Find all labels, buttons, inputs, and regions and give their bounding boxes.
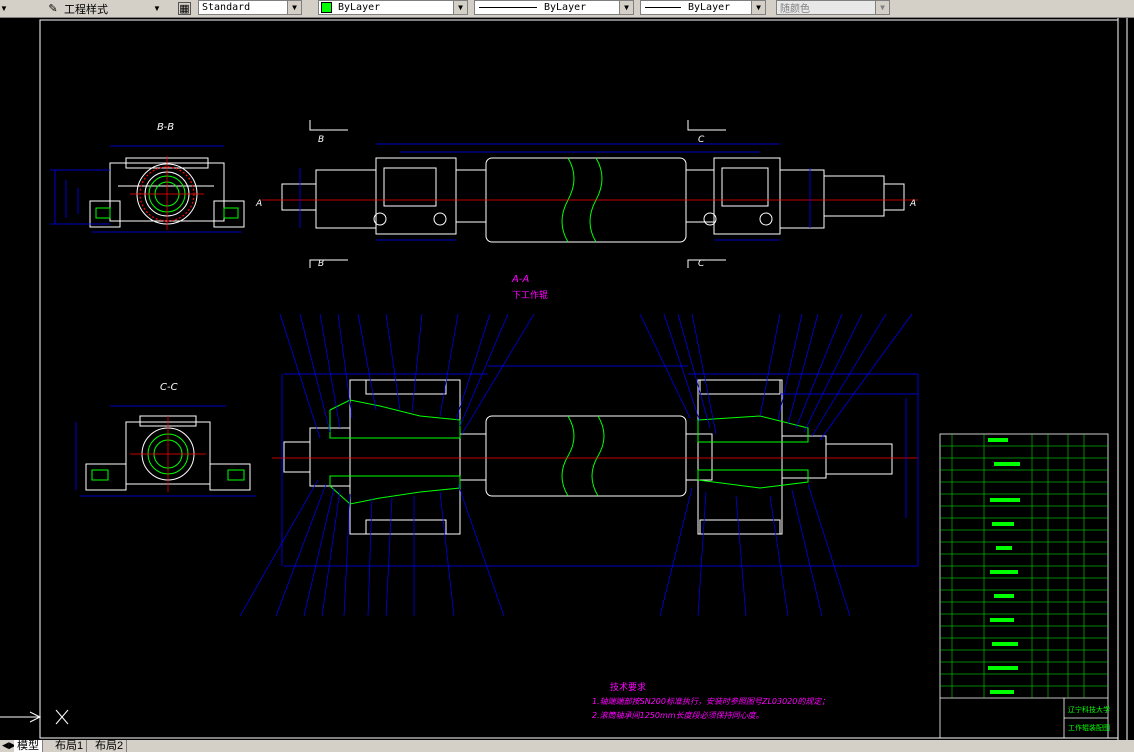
chevron-down-icon[interactable]: ▼ (619, 1, 633, 14)
chevron-down-icon[interactable]: ▼ (875, 1, 889, 14)
parts-list-grid (940, 434, 1108, 698)
text-style-label: 工程样式 (64, 3, 108, 16)
linetype-value: ByLayer (544, 2, 587, 13)
view-bb: B-B (50, 122, 245, 233)
tab-layout1[interactable]: 布局1 (52, 740, 88, 752)
plotstyle-value: 随颜色 (780, 4, 810, 15)
section-aa-view: A-A 下工作辊 (239, 274, 919, 617)
chevron-down-icon[interactable]: ▼ (287, 1, 301, 14)
tab-scroll-arrows[interactable]: ◀▶ (2, 740, 16, 750)
text-style-control[interactable]: ✎ 工程样式 (46, 1, 108, 16)
leader-lines (239, 313, 913, 617)
dim-style-value: Standard (202, 2, 251, 13)
chevron-down-icon[interactable]: ▼ (751, 1, 765, 14)
tab-layout2[interactable]: 布局2 (92, 740, 128, 752)
view-cc: C-C (75, 382, 256, 497)
lineweight-combo[interactable]: ByLayer ▼ (640, 0, 766, 15)
lineweight-value: ByLayer (688, 2, 731, 13)
drawing-frame (39, 18, 1128, 740)
text-style-arrow[interactable]: ▼ (153, 4, 161, 13)
section-mark-a-left: A (255, 199, 262, 209)
section-mark-b-bottom: B (318, 259, 324, 269)
title-block-name: 工作辊装配图 (1068, 723, 1110, 732)
layer-combo[interactable]: ByLayer ▼ (318, 0, 468, 15)
dim-style-combo[interactable]: Standard ▼ (198, 0, 302, 15)
lineweight-sample (645, 7, 681, 8)
section-aa-sub: 下工作辊 (512, 289, 548, 301)
chevron-down-icon[interactable]: ▼ (453, 1, 467, 14)
plotstyle-combo[interactable]: 随颜色 ▼ (776, 0, 890, 15)
view-bb-label: B-B (157, 122, 174, 133)
toolbar-dropdown-arrow[interactable]: ▼ (0, 4, 8, 13)
drawing-canvas[interactable]: B-B (0, 18, 1134, 740)
top-elevation-view: B B C C A A (255, 120, 918, 269)
technical-requirements: 技术要求 1.轴端端部按SN200标准执行，安装时参照图号ZL03020的规定；… (592, 681, 829, 720)
section-dimensions (281, 365, 919, 567)
layer-color-swatch (321, 2, 332, 13)
section-mark-c-top: C (698, 135, 705, 145)
title-block: 辽宁科技大学 工作辊装配图 (939, 433, 1110, 739)
linetype-sample (479, 7, 537, 8)
ucs-icon (0, 709, 69, 725)
title-block-school: 辽宁科技大学 (1068, 705, 1110, 714)
view-cc-label: C-C (160, 382, 178, 393)
section-mark-b-top: B (318, 135, 324, 145)
section-mark-a-right: A (909, 199, 916, 209)
layout-tabs: ◀▶ 模型 布局1 布局2 (0, 740, 1134, 752)
tab-model[interactable]: 模型 (14, 740, 43, 752)
tech-req-line1: 1.轴端端部按SN200标准执行，安装时参照图号ZL03020的规定； (592, 697, 829, 706)
tech-req-line2: 2.滚筒轴承间1250mm长度段必须保持同心度。 (592, 711, 764, 720)
properties-toolbar: ▼ ✎ 工程样式 ▼ ▦ Standard ▼ ByLayer ▼ ByLaye… (0, 0, 1134, 18)
parts-list-entries (988, 438, 1020, 694)
section-mark-c-bottom: C (698, 259, 705, 269)
dim-style-icon: ▦ (178, 2, 191, 15)
text-style-icon: ✎ (48, 3, 58, 15)
layer-value: ByLayer (338, 2, 381, 13)
section-aa-label: A-A (511, 274, 529, 285)
linetype-combo[interactable]: ByLayer ▼ (474, 0, 634, 15)
tech-req-title: 技术要求 (610, 681, 646, 693)
